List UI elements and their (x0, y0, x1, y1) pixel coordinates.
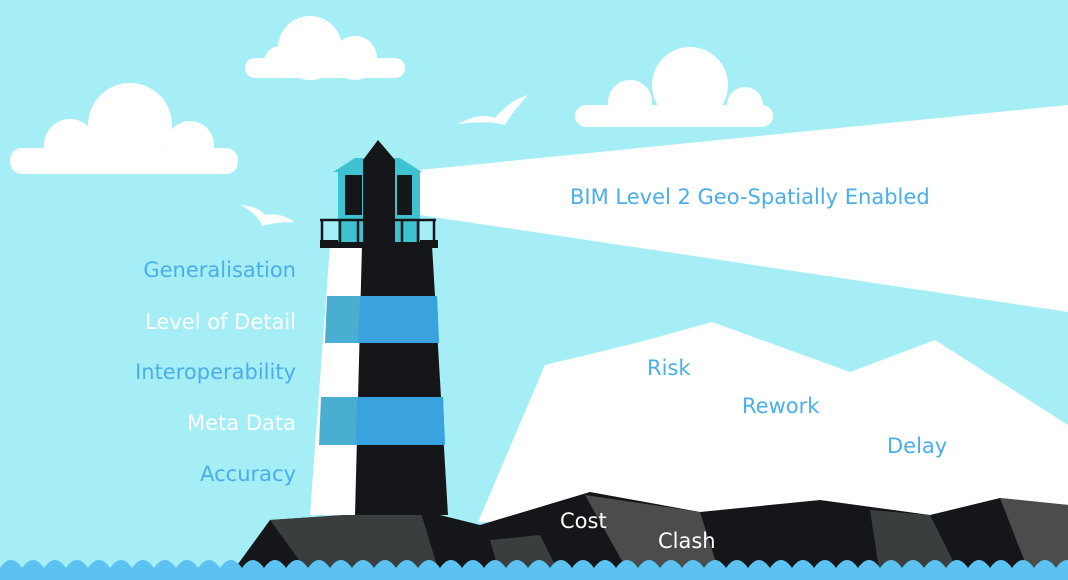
seagull (458, 95, 528, 125)
clouds (10, 16, 773, 174)
cloud (575, 47, 773, 127)
label-meta-data: Meta Data (187, 411, 296, 435)
light-beam (420, 105, 1068, 312)
iceberg (478, 322, 1068, 522)
label-rework: Rework (742, 394, 820, 418)
label-generalisation: Generalisation (143, 258, 296, 282)
seagull (240, 205, 295, 226)
label-cost: Cost (560, 509, 607, 533)
label-risk: Risk (647, 356, 691, 380)
label-delay: Delay (887, 434, 948, 458)
seagulls (240, 95, 528, 226)
label-level-of-detail: Level of Detail (145, 310, 296, 334)
label-clash: Clash (658, 529, 716, 553)
beam-label: BIM Level 2 Geo-Spatially Enabled (570, 185, 930, 209)
sea (0, 560, 1068, 580)
lighthouse (310, 140, 448, 515)
rocks (230, 492, 1068, 575)
cloud (245, 16, 405, 80)
label-interoperability: Interoperability (135, 360, 296, 384)
cloud (10, 83, 238, 174)
label-accuracy: Accuracy (200, 462, 296, 486)
